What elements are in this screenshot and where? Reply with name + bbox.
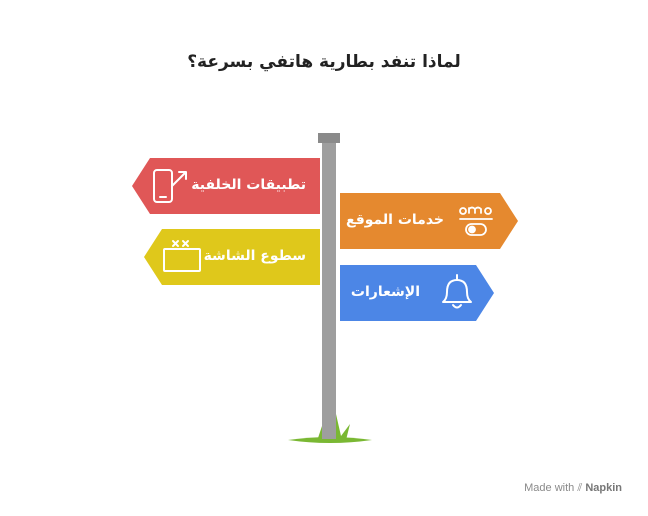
signpost-pole-cap — [318, 133, 340, 143]
made-with-text: Made with — [524, 482, 575, 494]
napkin-logo-icon: ⫽ — [577, 482, 583, 494]
sign-label-background-apps: تطبيقات الخلفية — [191, 177, 306, 193]
bell-icon — [442, 274, 472, 309]
signpost-pole — [322, 141, 336, 439]
sign-label-notifications: الإشعارات — [350, 284, 420, 300]
grass-tuft — [288, 437, 372, 443]
made-with-napkin-watermark: Made with ⫽ Napkin — [524, 482, 622, 495]
diagram-title: لماذا تنفد بطارية هاتفي بسرعة؟ — [187, 52, 461, 72]
screen-brightness-icon — [163, 240, 201, 272]
location-toggle-icon — [459, 206, 493, 236]
phone-arrow-icon — [153, 169, 187, 203]
napkin-brand-text: Napkin — [585, 482, 622, 494]
sign-label-location-services: خدمات الموقع — [346, 212, 444, 228]
sign-label-screen-brightness: سطوع الشاشة — [203, 248, 306, 264]
